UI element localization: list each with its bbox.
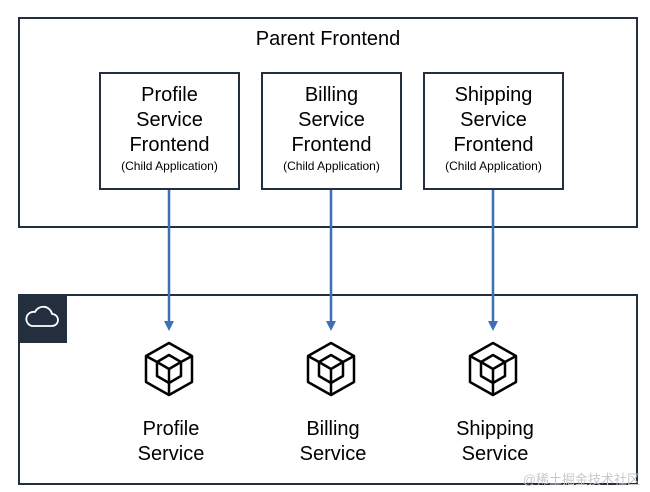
- parent-frontend-container: [18, 17, 638, 228]
- child-app-subtitle: (Child Application): [283, 159, 380, 173]
- cloud-container: [18, 294, 638, 485]
- parent-frontend-title: Parent Frontend: [255, 28, 401, 50]
- child-app-subtitle: (Child Application): [445, 159, 542, 173]
- child-app-subtitle: (Child Application): [121, 159, 218, 173]
- watermark: @稀土掘金技术社区: [522, 472, 640, 487]
- cube-icon: [144, 341, 194, 397]
- cube-icon: [468, 341, 518, 397]
- cloud-icon: [18, 294, 67, 343]
- cube-icon: [306, 341, 356, 397]
